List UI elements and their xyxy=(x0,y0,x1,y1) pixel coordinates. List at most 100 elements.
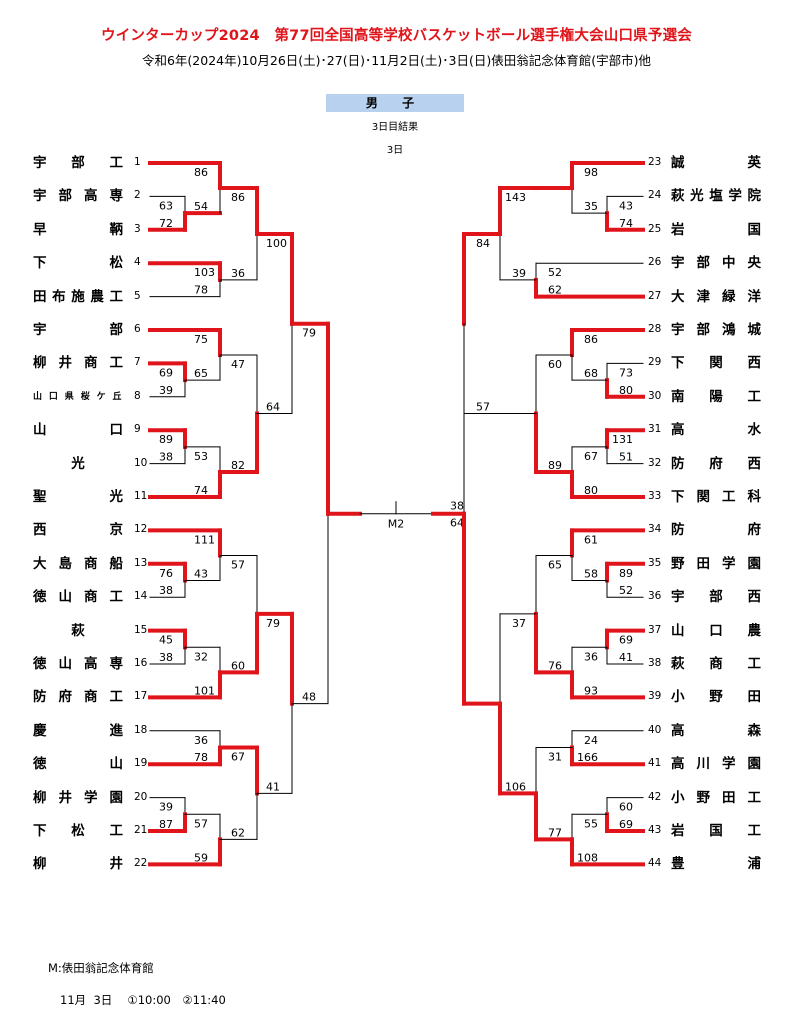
score-label: 89 xyxy=(159,433,173,446)
seed-number: 21 xyxy=(134,824,148,836)
seed-number: 43 xyxy=(648,824,662,836)
seed-number: 3 xyxy=(134,222,141,235)
team-right-27: 大津緑洋 xyxy=(671,288,761,305)
score-label: 101 xyxy=(194,684,215,697)
score-label: 52 xyxy=(619,584,633,597)
score-label: 76 xyxy=(548,659,562,672)
score-label: 60 xyxy=(619,801,633,814)
score-label: 36 xyxy=(584,650,598,663)
team-left-1: 宇 部 工 xyxy=(33,155,123,171)
seed-number: 9 xyxy=(134,423,141,436)
team-left-22: 柳 井 xyxy=(33,856,123,873)
score-label: 62 xyxy=(231,826,245,839)
page-subtitle: 令和6年(2024年)10月26日(土)･27(日)･11月2日(土)･3日(日… xyxy=(141,53,652,68)
team-right-39: 小 野 田 xyxy=(671,689,761,706)
team-right-25: 岩 国 xyxy=(671,221,761,238)
seed-number: 35 xyxy=(648,556,662,569)
team-right-44: 豊 浦 xyxy=(671,856,761,873)
score-label: 32 xyxy=(194,650,208,663)
seed-number: 41 xyxy=(648,757,662,770)
score-label: 143 xyxy=(505,191,526,204)
score-label: 39 xyxy=(159,801,173,814)
score-label: 69 xyxy=(159,366,173,379)
seed-number: 40 xyxy=(648,723,662,736)
score-label: 60 xyxy=(548,358,562,371)
seed-number: 22 xyxy=(134,857,148,870)
seed-number: 26 xyxy=(648,256,662,269)
score-label: 80 xyxy=(619,384,633,397)
score-label: 58 xyxy=(584,568,598,581)
team-right-42: 小野田工 xyxy=(671,789,761,806)
team-left-4: 下 松 xyxy=(33,255,123,272)
score-label: 48 xyxy=(302,691,316,704)
team-left-12: 西 京 xyxy=(33,522,123,539)
score-label: 51 xyxy=(619,451,633,464)
seed-number: 27 xyxy=(648,289,662,302)
score-label: 54 xyxy=(194,200,208,213)
team-left-19: 徳 山 xyxy=(33,756,123,773)
team-right-26: 宇部中央 xyxy=(671,255,761,272)
seed-number: 29 xyxy=(648,356,662,369)
seed-number: 18 xyxy=(134,723,148,736)
seed-number: 7 xyxy=(134,356,141,369)
score-label: 78 xyxy=(194,751,208,764)
score-label: 103 xyxy=(194,266,215,279)
seed-number: 32 xyxy=(648,456,662,469)
score-label: 166 xyxy=(577,751,598,764)
seed-number: 24 xyxy=(648,189,662,202)
score-label: 39 xyxy=(159,384,173,397)
score-label: 76 xyxy=(159,567,173,580)
seed-number: 12 xyxy=(134,523,148,536)
score-label: 43 xyxy=(619,199,633,212)
score-label: 93 xyxy=(584,684,598,697)
team-left-16: 徳山高専 xyxy=(33,656,123,672)
score-label: 55 xyxy=(584,817,598,830)
team-right-30: 南 陽 工 xyxy=(671,388,761,405)
score-label: 106 xyxy=(505,780,526,793)
seed-number: 23 xyxy=(648,156,662,168)
score-label: 59 xyxy=(194,851,208,864)
score-label: 79 xyxy=(302,327,316,340)
team-left-21: 下 松 工 xyxy=(33,823,123,839)
score-label: 65 xyxy=(548,558,562,571)
score-label: 79 xyxy=(266,617,280,630)
seed-number: 5 xyxy=(134,289,141,302)
team-left-17: 防府商工 xyxy=(33,689,123,706)
score-label: 69 xyxy=(619,634,633,647)
score-label: 61 xyxy=(584,533,598,546)
team-right-40: 高 森 xyxy=(671,722,761,739)
seed-number: 1 xyxy=(134,156,141,168)
score-label: 74 xyxy=(619,217,633,230)
score-label: 78 xyxy=(194,284,208,297)
team-left-7: 柳井商工 xyxy=(33,355,123,372)
score-label: 36 xyxy=(194,734,208,747)
score-label: 80 xyxy=(584,484,598,497)
score-label: 72 xyxy=(159,217,173,230)
final-court-label: M2 xyxy=(388,518,405,531)
page-title: ウインターカップ2024 第77回全国高等学校バスケットボール選手権大会山口県予… xyxy=(101,28,692,44)
seed-number: 4 xyxy=(134,256,141,269)
score-label: 38 xyxy=(159,451,173,464)
score-label: 35 xyxy=(584,200,598,213)
seed-number: 14 xyxy=(134,590,148,603)
score-label: 86 xyxy=(584,333,598,346)
score-label: 31 xyxy=(548,751,562,764)
seed-number: 10 xyxy=(134,456,148,469)
team-left-15: 萩 xyxy=(71,622,85,639)
score-label: 68 xyxy=(584,367,598,380)
seed-number: 42 xyxy=(648,790,662,803)
team-right-29: 下 関 西 xyxy=(671,355,761,372)
score-label: 64 xyxy=(450,517,464,530)
schedule-note: 11月 3日 ①10:00 ②11:40 xyxy=(60,993,226,1007)
seed-number: 13 xyxy=(134,556,148,569)
gender-label: 男 子 xyxy=(326,94,464,112)
score-label: 24 xyxy=(584,734,598,747)
score-label: 45 xyxy=(159,634,173,647)
seed-number: 30 xyxy=(648,389,662,402)
score-label: 131 xyxy=(612,433,633,446)
score-label: 38 xyxy=(450,500,464,513)
score-label: 111 xyxy=(194,533,215,546)
score-label: 62 xyxy=(548,284,562,297)
seed-number: 33 xyxy=(648,490,662,502)
